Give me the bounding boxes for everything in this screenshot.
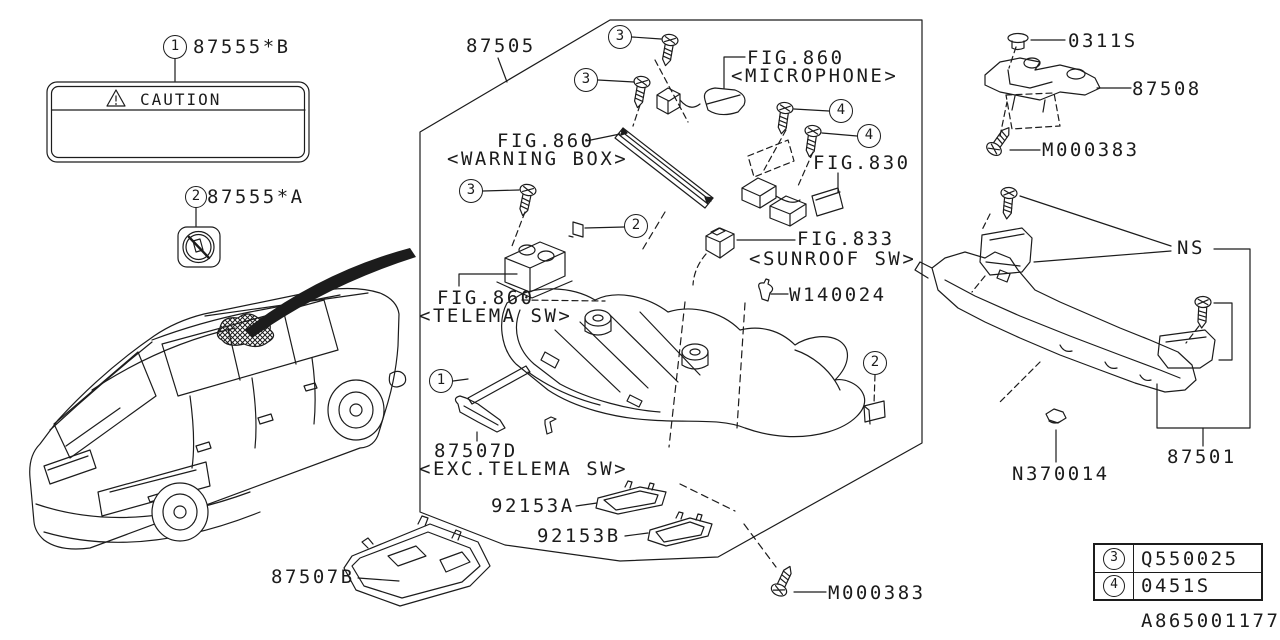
telema-switch-part xyxy=(458,211,606,302)
leader-swoosh xyxy=(245,248,416,338)
label-w140024: W140024 xyxy=(789,284,887,306)
label-87555B: 87555*B xyxy=(193,36,291,58)
legend-callout-3: 3 xyxy=(1103,547,1125,570)
caution-box-title: CAUTION xyxy=(140,90,222,109)
bracket-b-part xyxy=(343,515,491,607)
label-92153A: 92153A xyxy=(491,495,575,517)
callout-2: 2 xyxy=(624,214,648,238)
warning-box-part xyxy=(585,127,714,253)
sunroof-switch-part xyxy=(692,227,796,286)
label-0311S: 0311S xyxy=(1068,30,1138,52)
console-body xyxy=(501,59,866,568)
caution-label-art xyxy=(46,58,310,163)
fastener-legend-table: 3 Q550025 4 0451S xyxy=(1093,543,1263,601)
label-fig860-mic: FIG.860 xyxy=(747,47,845,69)
label-87507B: 87507B xyxy=(271,566,355,588)
label-n370014: N370014 xyxy=(1012,463,1110,485)
legend-row: 4 0451S xyxy=(1095,572,1261,599)
rail-assembly xyxy=(914,195,1251,463)
callout-2: 2 xyxy=(185,186,207,208)
legend-part-q550025: Q550025 xyxy=(1141,547,1239,570)
label-telema-sw: <TELEMA SW> xyxy=(419,305,573,327)
label-87555A: 87555*A xyxy=(207,186,305,208)
label-fig860-warning: FIG.860 xyxy=(497,130,595,152)
car-illustration xyxy=(29,248,416,550)
label-87507D: 87507D xyxy=(434,440,518,462)
label-microphone: <MICROPHONE> xyxy=(731,65,899,87)
callout-3: 3 xyxy=(608,25,632,49)
roof-bracket-assembly xyxy=(984,32,1132,151)
label-ns: NS xyxy=(1177,237,1205,259)
legend-callout-4: 4 xyxy=(1103,575,1125,597)
w-clip-part xyxy=(758,278,789,302)
legend-part-0451s: 0451S xyxy=(1141,575,1211,597)
label-87505: 87505 xyxy=(466,35,536,57)
label-sunroof-sw: <SUNROOF SW> xyxy=(749,248,917,270)
fig830-parts xyxy=(741,129,844,227)
callout-4: 4 xyxy=(829,99,853,123)
callout-4: 4 xyxy=(857,124,881,148)
label-92153B: 92153B xyxy=(537,525,621,547)
legend-row: 3 Q550025 xyxy=(1095,545,1261,572)
callout-1: 1 xyxy=(163,35,187,59)
callout-3: 3 xyxy=(459,179,483,203)
label-exc-telema: <EXC.TELEMA SW> xyxy=(419,458,629,480)
label-fig860-telema: FIG.860 xyxy=(437,287,535,309)
notice-label-art xyxy=(177,207,221,268)
microphone-part xyxy=(656,56,746,116)
lens-parts xyxy=(575,480,713,547)
callout-1: 1 xyxy=(429,369,453,393)
label-m000383-right: M000383 xyxy=(1042,139,1140,161)
label-87501: 87501 xyxy=(1167,446,1237,468)
callout-leaders xyxy=(452,36,876,405)
label-warning-box: <WARNING BOX> xyxy=(447,148,629,170)
callout-2: 2 xyxy=(863,351,887,375)
label-fig830: FIG.830 xyxy=(813,152,911,174)
label-m000383-bottom: M000383 xyxy=(828,582,926,604)
label-87508: 87508 xyxy=(1132,78,1202,100)
callout-3: 3 xyxy=(574,68,598,92)
exploded-view-boundary xyxy=(419,19,923,562)
bracket-d-parts xyxy=(454,365,886,442)
label-fig833: FIG.833 xyxy=(797,228,895,250)
drawing-number: A865001177 xyxy=(1141,610,1280,632)
